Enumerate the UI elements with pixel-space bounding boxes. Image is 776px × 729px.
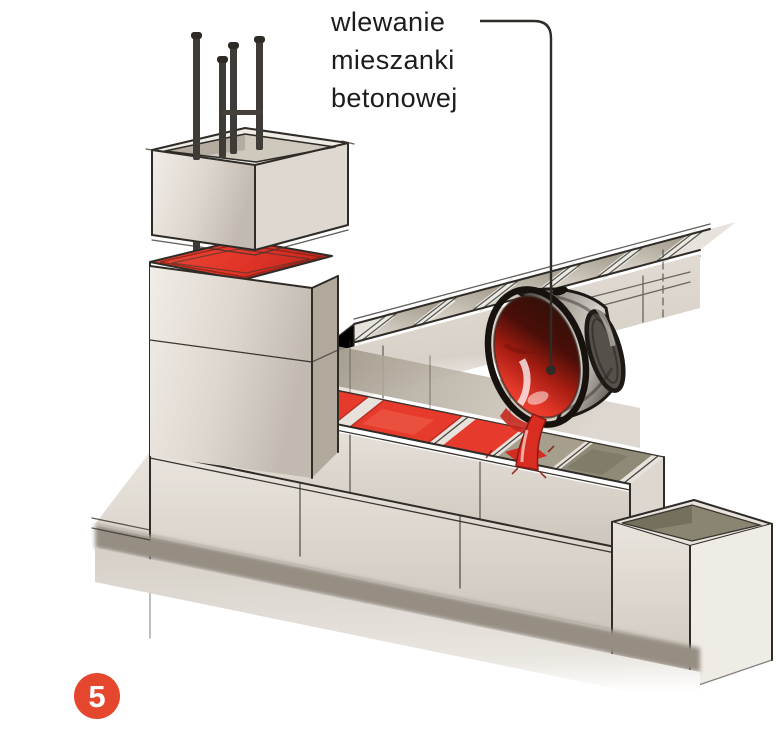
annotation-line: mieszanki (331, 45, 455, 75)
bucket-rim (484, 286, 590, 428)
annotation-label: wlewanie mieszanki betonowej (331, 3, 458, 117)
block-column (145, 32, 355, 479)
splash-marks (485, 445, 555, 479)
annotation-line: betonowej (331, 83, 458, 113)
block-webs (353, 228, 701, 346)
step-number-badge: 5 (74, 673, 120, 719)
bucket-lug (552, 286, 568, 296)
leader-dot (546, 365, 556, 375)
footing (91, 517, 700, 706)
leader-line (480, 19, 553, 364)
floating-hollow-block (145, 127, 355, 256)
rebar-bars (191, 32, 265, 160)
concrete-stream (485, 408, 555, 479)
badge-circle (74, 673, 120, 719)
bucket-base (584, 309, 626, 393)
badge-number: 5 (88, 679, 105, 714)
annotation-line: wlewanie (331, 7, 446, 37)
annotation-leader (480, 19, 556, 375)
